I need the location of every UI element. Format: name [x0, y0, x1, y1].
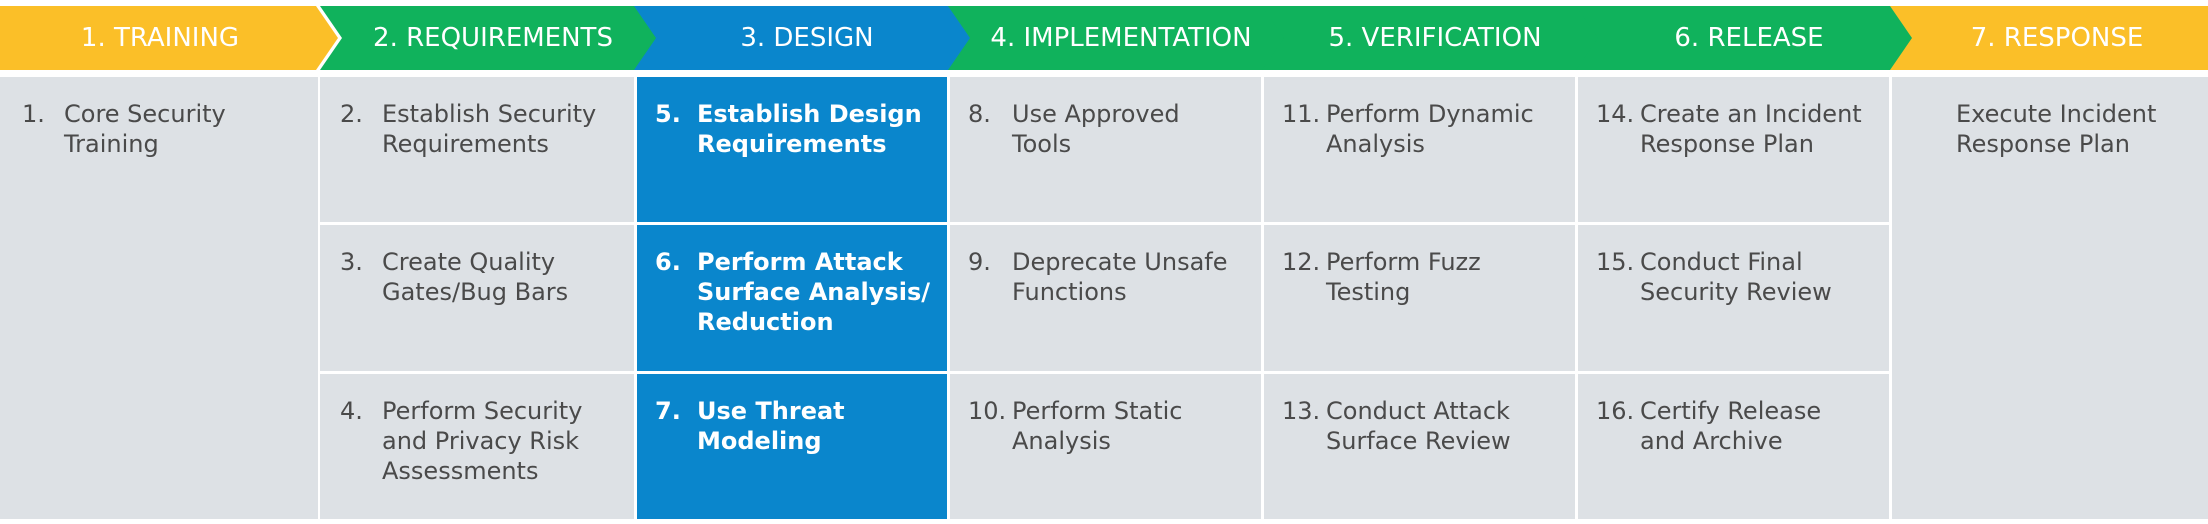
- practice-attack-surface-review: 13. Conduct Attack Surface Review: [1264, 374, 1575, 519]
- phase-arrow-requirements: [320, 6, 658, 70]
- practice-attack-surface-analysis: 6. Perform Attack Surface Analysis/ Redu…: [637, 225, 947, 371]
- phase-label-verification: 5. VERIFICATION: [1328, 23, 1542, 53]
- practice-number: 15.: [1596, 248, 1635, 276]
- practice-text: Conduct Attack Surface Review: [1326, 397, 1511, 455]
- practice-text: Create an Incident Response Plan: [1640, 100, 1862, 158]
- practice-establish-design-requirements: 5. Establish Design Requirements: [637, 77, 947, 222]
- phase-arrow-release: [1576, 6, 1914, 70]
- practice-number: 14.: [1596, 100, 1635, 128]
- practice-number: 1.: [22, 100, 45, 128]
- practice-deprecate-unsafe-functions: 9. Deprecate Unsafe Functions: [950, 225, 1261, 371]
- practice-text: Deprecate Unsafe Functions: [1012, 248, 1228, 306]
- phase-label-requirements: 2. REQUIREMENTS: [373, 23, 613, 53]
- practice-security-privacy-risk-assessments: 4. Perform Security and Privacy Risk Ass…: [320, 374, 634, 519]
- phase-label-implementation: 4. IMPLEMENTATION: [990, 23, 1252, 53]
- practice-text: Use Approved Tools: [1012, 100, 1180, 158]
- practice-create-quality-gates: 3. Create Quality Gates/Bug Bars: [320, 225, 634, 371]
- practice-text: Perform Attack Surface Analysis/ Reducti…: [697, 248, 930, 336]
- practice-text: Perform Static Analysis: [1012, 397, 1183, 455]
- practice-number: 7.: [655, 397, 681, 425]
- phase-arrow-verification: [1262, 6, 1600, 70]
- practice-execute-incident-response-plan: Execute Incident Response Plan: [1892, 77, 2208, 519]
- practice-number: 5.: [655, 100, 681, 128]
- phase-arrow-response: [1890, 6, 2208, 70]
- practice-text: Execute Incident Response Plan: [1956, 100, 2157, 158]
- practice-number: 9.: [968, 248, 991, 276]
- practice-text: Perform Security and Privacy Risk Assess…: [382, 397, 583, 485]
- practice-text: Establish Design Requirements: [697, 100, 922, 158]
- practice-number: 8.: [968, 100, 991, 128]
- phase-label-design: 3. DESIGN: [740, 23, 874, 53]
- practice-threat-modeling: 7. Use Threat Modeling: [637, 374, 947, 519]
- phase-arrow-implementation: [948, 6, 1286, 70]
- practice-text: Certify Release and Archive: [1640, 397, 1822, 455]
- practice-final-security-review: 15. Conduct Final Security Review: [1578, 225, 1889, 371]
- practice-incident-response-plan: 14. Create an Incident Response Plan: [1578, 77, 1889, 222]
- practice-number: 10.: [968, 397, 1007, 425]
- practice-certify-release-archive: 16. Certify Release and Archive: [1578, 374, 1889, 519]
- practice-text: Establish Security Requirements: [382, 100, 597, 158]
- phase-label-release: 6. RELEASE: [1674, 23, 1824, 53]
- practice-use-approved-tools: 8. Use Approved Tools: [950, 77, 1261, 222]
- practice-number: 4.: [340, 397, 363, 425]
- practice-number: 13.: [1282, 397, 1321, 425]
- practice-text: Conduct Final Security Review: [1640, 248, 1832, 306]
- practice-number: 2.: [340, 100, 363, 128]
- phase-label-response: 7. RESPONSE: [1970, 23, 2144, 53]
- practice-number: 3.: [340, 248, 363, 276]
- practice-number: 12.: [1282, 248, 1321, 276]
- phase-arrow-design: [634, 6, 972, 70]
- phase-header-row: 1. TRAINING 2. REQUIREMENTS 3. DESIGN 4.…: [0, 0, 2208, 76]
- practice-dynamic-analysis: 11. Perform Dynamic Analysis: [1264, 77, 1575, 222]
- practice-text: Core Security Training: [64, 100, 226, 158]
- practice-text: Perform Fuzz Testing: [1326, 248, 1481, 306]
- practice-text: Use Threat Modeling: [697, 397, 845, 455]
- practice-text: Perform Dynamic Analysis: [1326, 100, 1534, 158]
- practice-fuzz-testing: 12. Perform Fuzz Testing: [1264, 225, 1575, 371]
- practice-core-security-training: 1. Core Security Training: [0, 77, 318, 519]
- practice-establish-security-requirements: 2. Establish Security Requirements: [320, 77, 634, 222]
- phase-label-training: 1. TRAINING: [80, 23, 240, 53]
- practice-number: 11.: [1282, 100, 1321, 128]
- practice-text: Create Quality Gates/Bug Bars: [382, 248, 569, 306]
- practice-static-analysis: 10. Perform Static Analysis: [950, 374, 1261, 519]
- practice-number: 16.: [1596, 397, 1635, 425]
- phase-arrow-training: [0, 6, 338, 70]
- practice-number: 6.: [655, 248, 681, 276]
